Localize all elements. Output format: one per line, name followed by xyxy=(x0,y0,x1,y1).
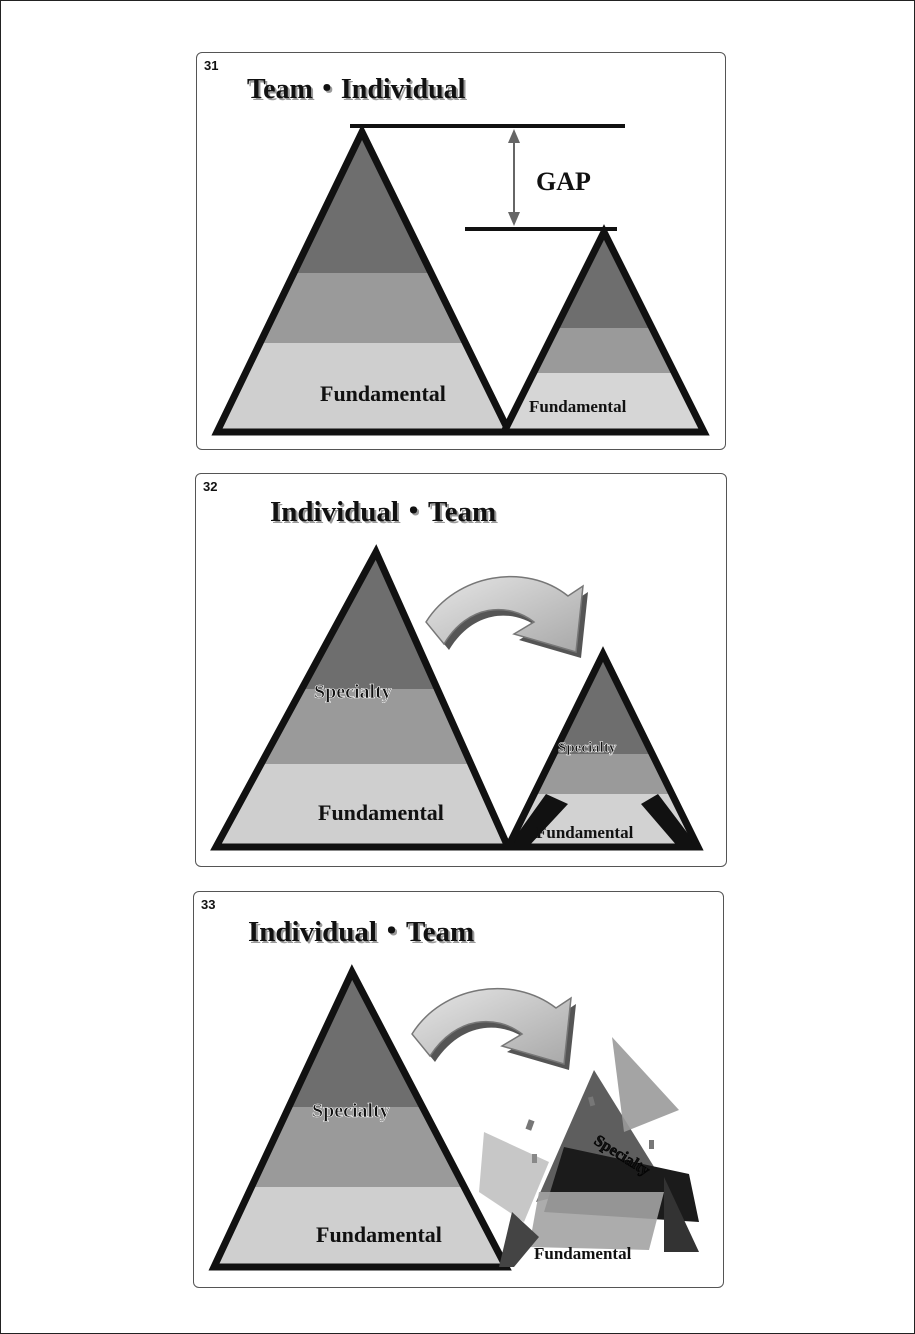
right-dark-wedge-right xyxy=(641,794,698,847)
fragment-4 xyxy=(532,1154,537,1163)
slide-number: 33 xyxy=(201,897,216,912)
shard-left xyxy=(479,1132,549,1222)
left-base-band xyxy=(214,1187,506,1267)
slide-32: Specialty Fundamental Specialty Fundamen… xyxy=(195,473,727,867)
slide-number: 31 xyxy=(204,58,219,73)
slide-title: Individual・Team xyxy=(270,496,497,528)
fragment-3 xyxy=(649,1140,654,1149)
left-base-band xyxy=(217,343,509,432)
right-mountain-outline xyxy=(498,224,710,436)
left-base-band xyxy=(216,764,508,847)
slide-31: GAP Fundamental Fundamental 31 Team・Indi… xyxy=(196,52,726,450)
shattered-right-mountain xyxy=(479,1037,699,1267)
left-fundamental-label: Fundamental xyxy=(316,1222,442,1247)
slide-number: 32 xyxy=(203,479,218,494)
shard-upper-right xyxy=(612,1037,679,1132)
left-top-band xyxy=(217,132,509,273)
left-specialty-label: Specialty xyxy=(314,681,392,703)
slide-32-diagram: Specialty Fundamental Specialty Fundamen… xyxy=(210,544,704,851)
right-fundamental-label: Fundamental xyxy=(534,1244,632,1263)
shard-foot xyxy=(499,1212,539,1267)
slide-33: Specialty Fundamental Specialty Fundamen… xyxy=(193,891,724,1288)
gap-arrow-up-head xyxy=(508,129,520,143)
left-fundamental-label: Fundamental xyxy=(320,381,446,406)
fragment-2 xyxy=(588,1096,596,1107)
transfer-arrow xyxy=(425,575,588,658)
gap-label: GAP xyxy=(536,167,591,196)
slide-33-diagram: Specialty Fundamental Specialty Fundamen… xyxy=(208,964,699,1271)
slide-title: Individual・Team xyxy=(248,916,475,948)
slide-31-diagram: GAP Fundamental Fundamental xyxy=(211,124,710,436)
fragment-1 xyxy=(525,1119,535,1131)
right-specialty-label: Specialty xyxy=(558,740,617,756)
right-mountain-outline xyxy=(502,646,704,851)
left-mountain-outline xyxy=(208,964,512,1271)
left-specialty-label: Specialty xyxy=(312,1100,390,1122)
left-fundamental-label: Fundamental xyxy=(318,800,444,825)
left-mountain-outline xyxy=(211,124,515,436)
shard-base xyxy=(529,1192,664,1250)
right-dark-wedge-left xyxy=(508,794,568,847)
gap-arrow-down-head xyxy=(508,212,520,226)
transfer-arrow xyxy=(411,987,576,1070)
shard-right-edge xyxy=(664,1177,699,1252)
left-mountain-outline xyxy=(210,544,514,851)
right-fundamental-label: Fundamental xyxy=(529,397,627,416)
right-base-band xyxy=(504,373,704,432)
slide-title: Team・Individual xyxy=(247,74,466,105)
right-fundamental-label: Fundamental xyxy=(536,823,634,842)
